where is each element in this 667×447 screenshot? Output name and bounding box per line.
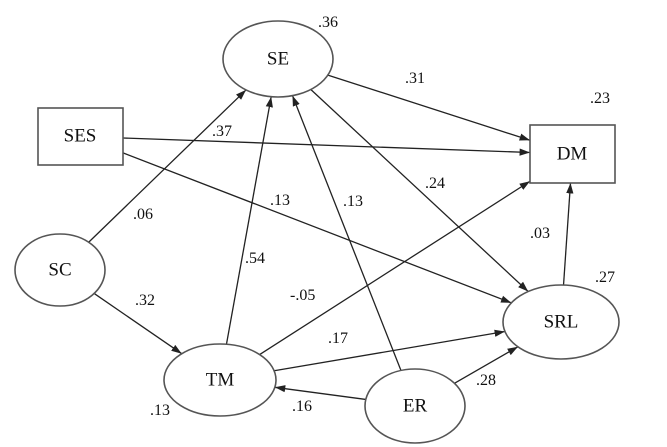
coef-tm-se: .54 <box>245 250 265 267</box>
coef-ses-srl: .13 <box>270 192 290 209</box>
coef-tm-dm: -.05 <box>290 287 315 304</box>
path-arrow-tm-dm <box>259 180 531 356</box>
r-squared-label: .23 <box>590 90 610 107</box>
r-squared-label: .27 <box>595 269 615 286</box>
coef-er-tm: .16 <box>292 398 312 415</box>
path-arrow-sc-se <box>88 89 247 243</box>
coef-ses-dm: .37 <box>212 123 232 140</box>
node-label: SE <box>267 48 289 69</box>
path-arrow-er-srl <box>454 346 519 384</box>
node-label: SC <box>48 259 71 280</box>
path-arrow-ses-srl <box>122 152 512 304</box>
coef-se-srl: .24 <box>425 175 445 192</box>
node-ses: SES <box>37 107 124 166</box>
node-label: SES <box>64 125 97 146</box>
coef-er-se: .13 <box>343 193 363 210</box>
coef-se-dm: .31 <box>405 70 425 87</box>
coef-sc-tm: .32 <box>135 292 155 309</box>
path-arrow-srl-dm <box>562 182 574 286</box>
node-er: ER <box>364 368 466 444</box>
r-squared-label: .36 <box>318 14 338 31</box>
coef-srl-dm: .03 <box>530 225 550 242</box>
path-arrow-se-dm <box>327 74 531 141</box>
node-sc: SC <box>14 233 106 307</box>
node-label: SRL <box>544 311 579 332</box>
node-label: ER <box>403 395 428 416</box>
r-squared-label: .13 <box>150 402 170 419</box>
path-arrow-tm-se <box>225 96 273 345</box>
node-label: TM <box>206 369 235 390</box>
coef-er-srl: .28 <box>476 372 496 389</box>
path-arrow-er-se <box>291 95 402 371</box>
path-arrow-sc-tm <box>93 292 183 355</box>
node-label: DM <box>557 143 588 164</box>
path-arrow-ses-dm <box>122 137 531 156</box>
path-arrow-tm-srl <box>274 329 506 372</box>
node-se: SE .36 <box>222 14 338 98</box>
node-dm: DM .23 <box>529 90 616 184</box>
node-tm: TM .13 <box>150 343 277 419</box>
coef-sc-se: .06 <box>133 206 153 223</box>
node-srl: SRL .27 <box>502 269 620 360</box>
path-arrow-er-tm <box>274 385 366 401</box>
path-arrow-se-srl <box>310 89 529 292</box>
coef-tm-srl: .17 <box>328 330 348 347</box>
